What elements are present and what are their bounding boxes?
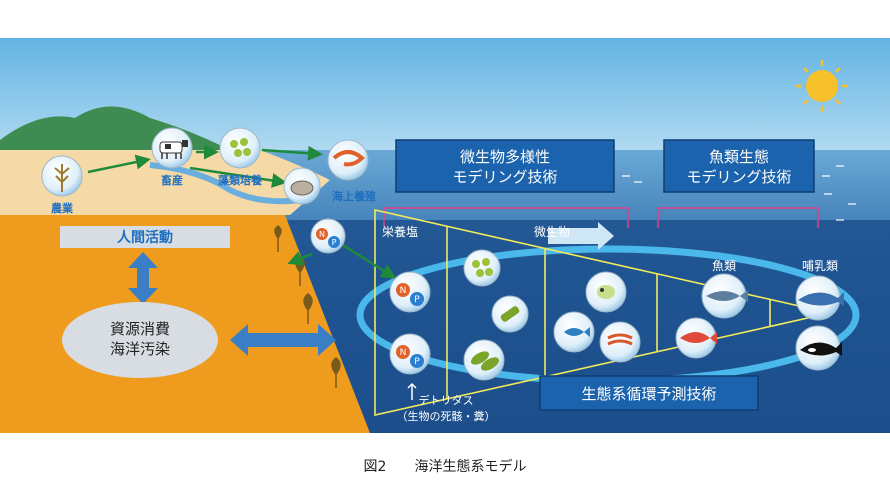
flow-arrow — [548, 222, 614, 250]
sun-icon — [796, 60, 848, 112]
detritus-arrow — [407, 382, 417, 400]
fish-model-line2: モデリング技術 — [686, 168, 791, 186]
livestock-label: 畜産 — [161, 173, 183, 187]
whale-bubble — [795, 275, 844, 321]
nitrogen-label: N — [400, 286, 407, 296]
fish-model-line1: 魚類生態 — [709, 148, 769, 166]
small-fish-bubble — [553, 311, 595, 353]
nutrient-bubble-shore: N P — [310, 218, 346, 254]
detritus-note: （生物の死骸・糞） — [397, 409, 496, 423]
fish-label: 魚類 — [712, 259, 736, 273]
nitrogen-label: N — [319, 230, 325, 239]
krill-bubble — [599, 321, 641, 363]
marine-pollution-label: 海洋汚染 — [110, 340, 170, 358]
farming-icon — [41, 155, 83, 197]
microbe-model-line2: モデリング技術 — [452, 168, 557, 186]
livestock-icon — [151, 127, 193, 169]
cycle-prediction-label: 生態系循環予測技術 — [581, 385, 716, 403]
algae-culture-icon — [219, 127, 261, 169]
resource-consumption-label: 資源消費 — [110, 320, 170, 338]
human-activity-box: 人間活動 — [60, 226, 230, 248]
diatom-bubble — [491, 295, 529, 333]
pollution-sea-arrow — [230, 324, 336, 356]
resource-pollution-ellipse: 資源消費 海洋汚染 — [62, 302, 218, 378]
farming-label: 農業 — [51, 201, 74, 215]
sea-aquaculture-label: 海上養殖 — [332, 189, 376, 203]
nitrogen-label: N — [400, 348, 407, 358]
mackerel-bubble — [701, 273, 748, 319]
human-activity-label: 人間活動 — [117, 229, 173, 246]
wave-marks — [622, 165, 856, 221]
phosphorus-label: P — [414, 295, 420, 305]
trophic-pyramid — [374, 208, 831, 416]
mammals-label: 哺乳類 — [802, 259, 838, 273]
fish-model-bracket — [657, 207, 819, 228]
sea-bream-bubble — [675, 317, 717, 359]
zooplankton-bubble — [585, 271, 627, 313]
algae-culture-label: 藻類培養 — [218, 173, 262, 187]
phosphorus-label: P — [332, 238, 337, 247]
shrimp-icon — [327, 139, 369, 181]
oyster-icon — [283, 167, 321, 205]
detritus-label: デトリタス — [419, 393, 474, 407]
river — [149, 162, 301, 205]
algae-bubble — [463, 249, 501, 287]
microbe-model-bracket — [383, 207, 629, 228]
cycle-prediction-box: 生態系循環予測技術 — [539, 375, 759, 411]
figure-caption: 図2 海洋生態系モデル — [364, 458, 527, 475]
human-resource-arrow — [128, 252, 158, 304]
microorganisms-label: 微生物 — [534, 225, 570, 239]
nutrient-salts-label: 栄養塩 — [382, 224, 418, 239]
orca-bubble — [795, 325, 842, 371]
phosphorus-label: P — [414, 357, 420, 367]
bean-plankton-bubble — [463, 339, 505, 381]
nutrient-bubble-lower: N P — [389, 333, 431, 375]
microbe-model-box: 微生物多様性 モデリング技術 — [395, 139, 615, 193]
nutrient-bubble-upper: N P — [389, 271, 431, 313]
activity-flow-arrows — [87, 144, 397, 279]
microbe-model-line1: 微生物多様性 — [460, 148, 550, 166]
fish-model-box: 魚類生態 モデリング技術 — [663, 139, 815, 193]
